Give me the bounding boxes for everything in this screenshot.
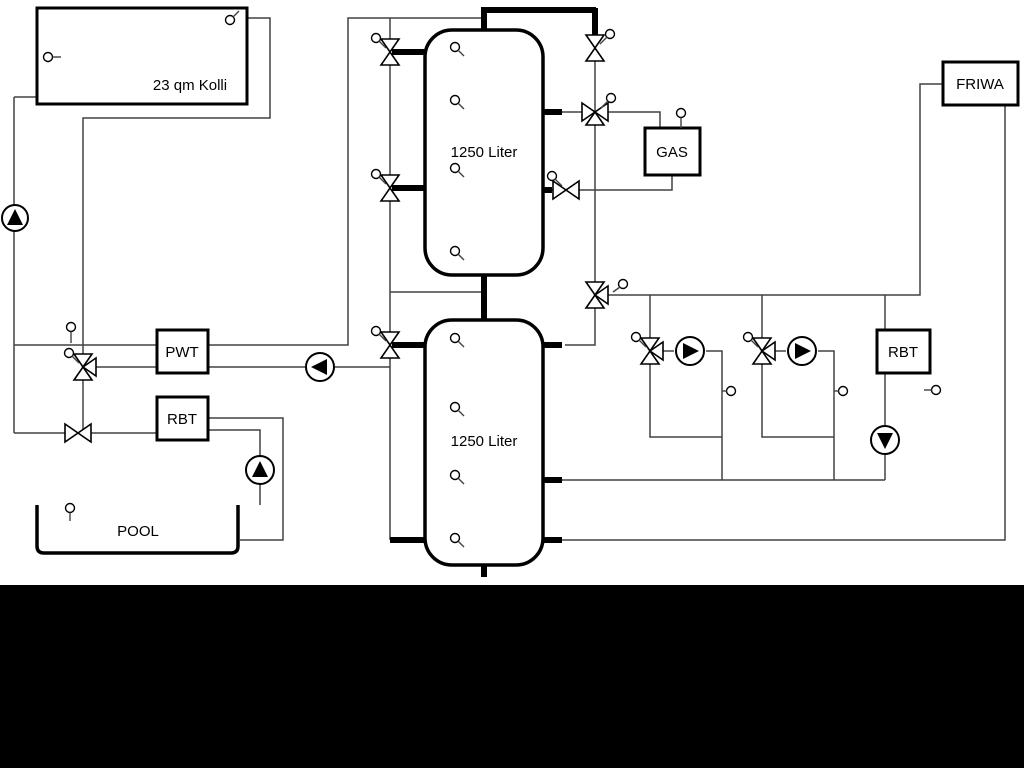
rbt-left-label: RBT [167, 411, 197, 428]
pool-pump [245, 455, 275, 485]
gas-sensor-icon [675, 107, 687, 128]
solar-return-valve [64, 422, 92, 444]
buffer-tank-bottom-label: 1250 Liter [451, 433, 518, 450]
buffer-tank-bottom: 1250 Liter [423, 318, 545, 567]
riser-valve-top [370, 32, 401, 66]
gas-supply-valve [584, 28, 616, 62]
tank-top-sensor-icon [449, 41, 465, 261]
gas-boiler-label: GAS [656, 144, 688, 161]
pool-sensor-icon [64, 502, 76, 521]
solar-line-sensor-icon [65, 321, 77, 343]
rbt-right-label: RBT [888, 344, 918, 361]
gas-boiler-box: GAS [643, 126, 702, 177]
solar-pump [1, 204, 29, 232]
letterbox-bottom [0, 585, 1024, 768]
temperature-sensors [42, 10, 942, 548]
rbt-right-sensor-icon [924, 384, 942, 396]
collector-sensor-side-icon [42, 51, 61, 63]
friwa-box: FRIWA [941, 60, 1020, 107]
rbt-circulation-pump [870, 425, 900, 455]
buffer-tank-top-label: 1250 Liter [451, 144, 518, 161]
piping-thick [390, 7, 598, 577]
gas-return-valve [546, 170, 580, 201]
heating-circuit-1-sensor-icon [722, 385, 737, 397]
friwa-label: FRIWA [956, 76, 1004, 93]
riser-valve-middle [370, 168, 401, 202]
gas-threeway-valve [581, 92, 617, 126]
pool-basin: POOL [35, 505, 240, 555]
pool-label: POOL [117, 523, 159, 540]
pwt-label: PWT [165, 344, 198, 361]
solar-collector-box: 23 qm Kolli [35, 6, 249, 106]
heating-circuit-1-pump [675, 336, 705, 366]
heating-circuit-2-pump [787, 336, 817, 366]
heating-circuit-2-mixing-valve [742, 331, 776, 365]
rbt-right-box: RBT [875, 328, 932, 375]
header-threeway-valve [584, 278, 629, 309]
piping-thin [13, 17, 1006, 541]
heating-circuit-2-sensor-icon [834, 385, 849, 397]
riser-valve-bottom [370, 325, 401, 359]
solar-collector-label: 23 qm Kolli [153, 77, 227, 94]
solar-threeway-valve [63, 347, 97, 381]
collector-sensor-top-icon [224, 10, 240, 26]
heating-circuit-1-mixing-valve [630, 331, 664, 365]
pwt-charge-pump [305, 352, 335, 382]
pwt-heat-exchanger-box: PWT [155, 328, 210, 375]
buffer-tank-top: 1250 Liter [423, 28, 545, 277]
tank-bottom-sensor-icon [449, 332, 465, 548]
rbt-left-box: RBT [155, 395, 210, 442]
